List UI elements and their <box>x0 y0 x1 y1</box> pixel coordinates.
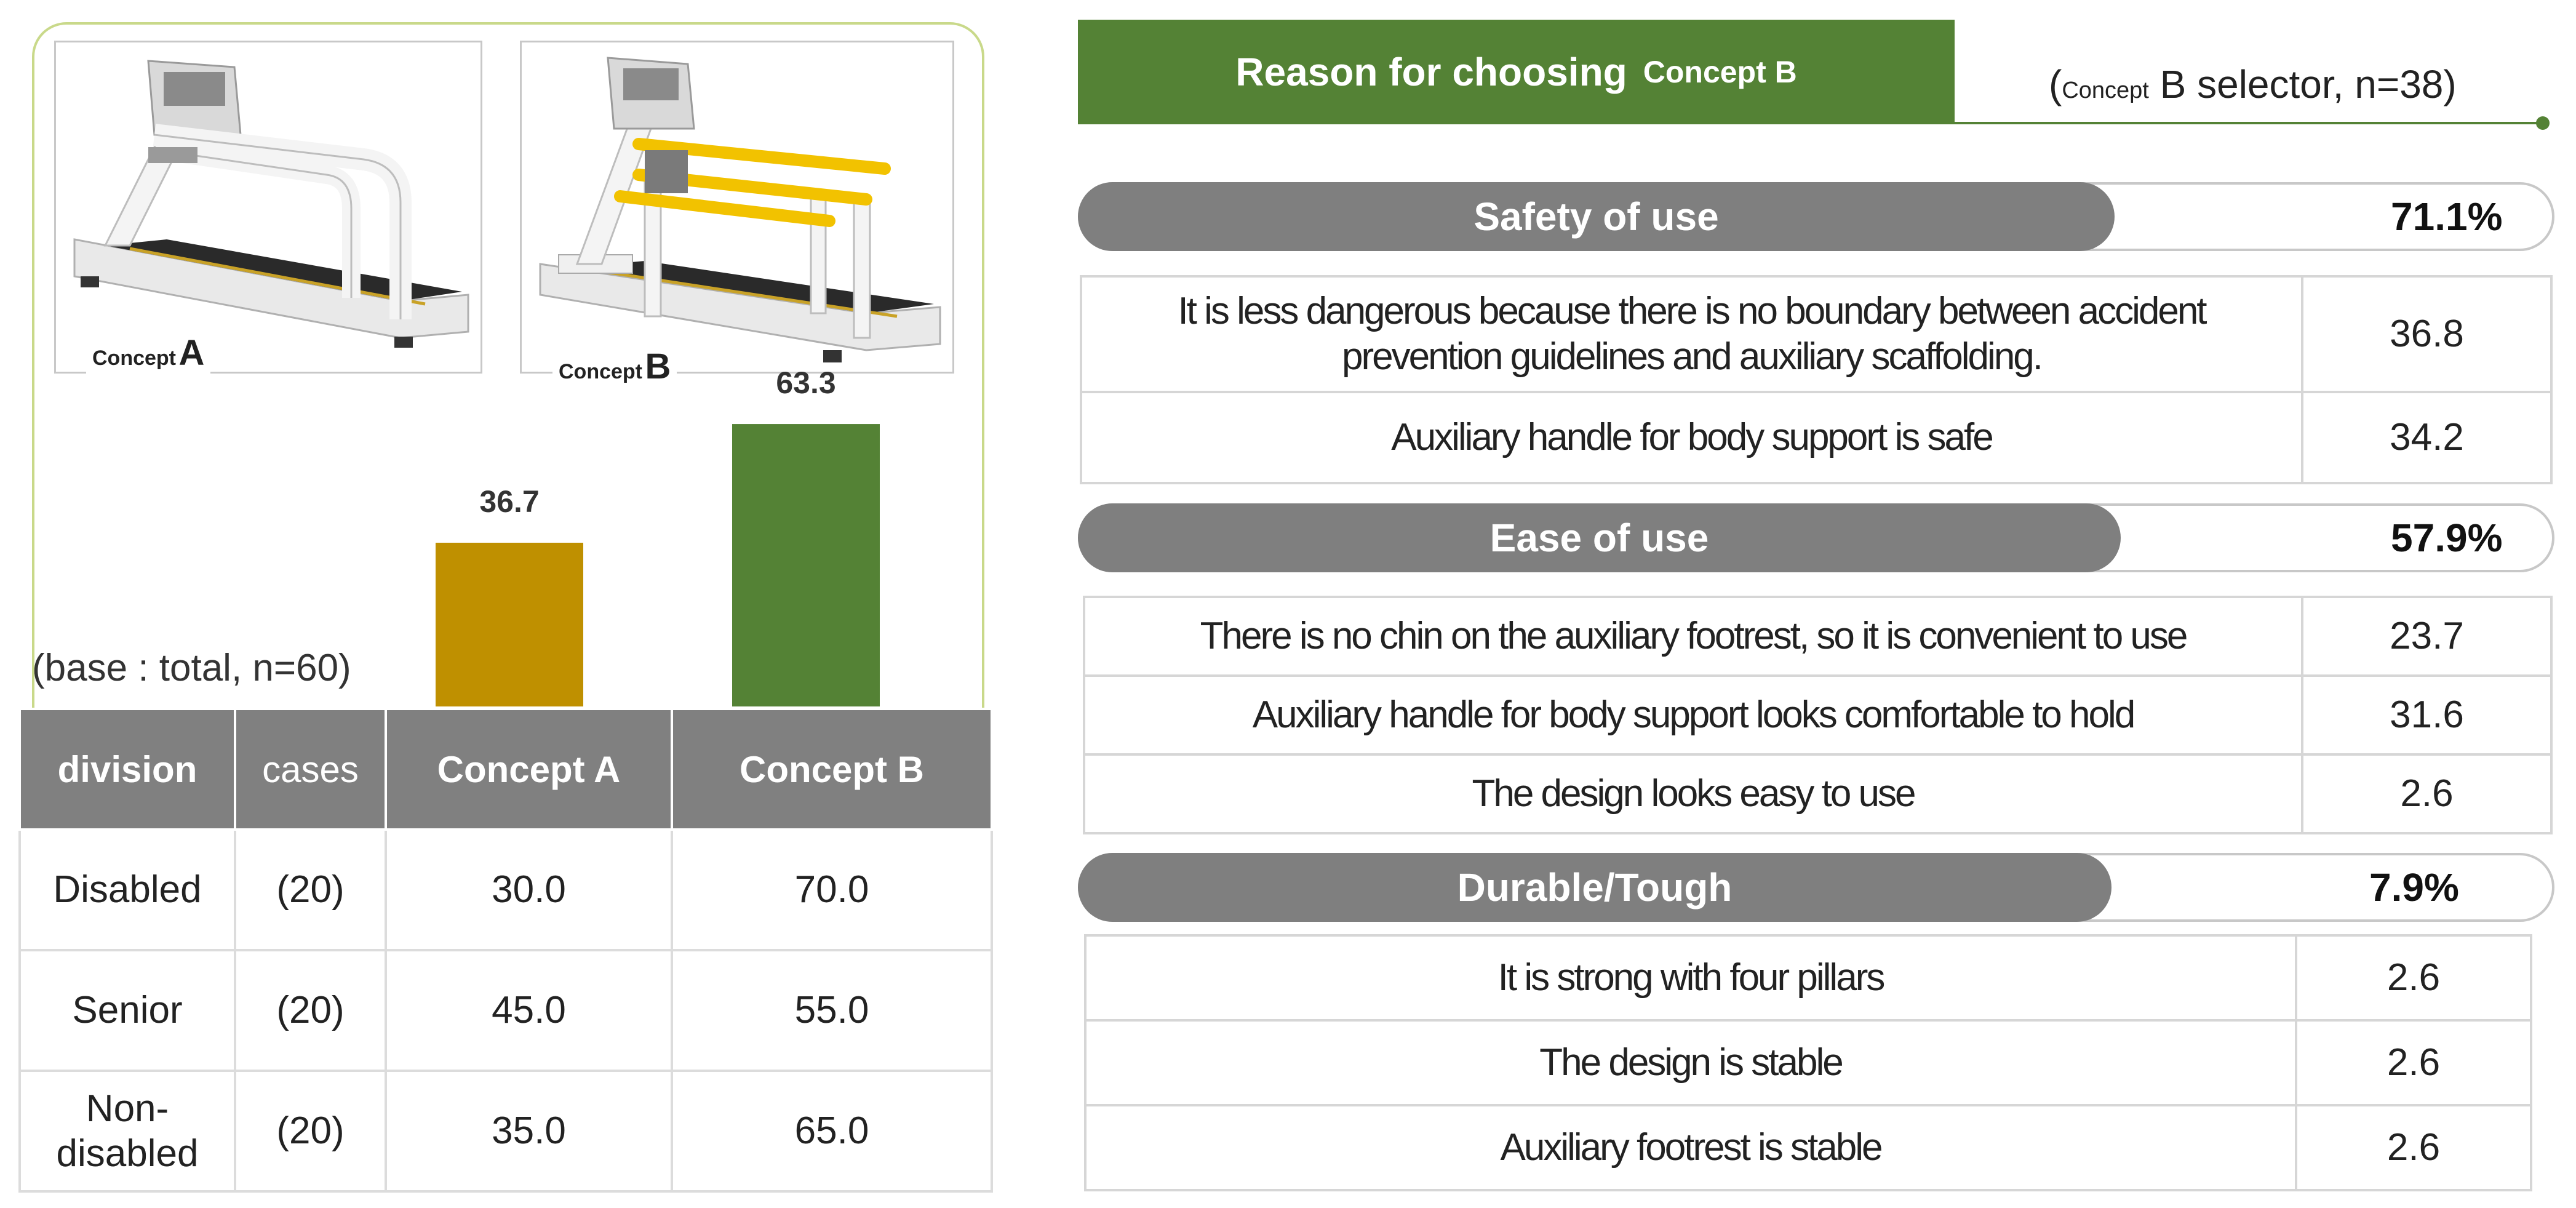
section-durable-label: Durable/Tough <box>1078 853 2111 922</box>
concept-a-letter: A <box>178 333 205 373</box>
row-division: Disabled <box>18 828 236 951</box>
table-row: The design is stable 2.6 <box>1084 1019 2532 1106</box>
reason-value: 2.6 <box>2295 1019 2532 1106</box>
concept-b-label: Concept B <box>552 346 677 387</box>
table-row: Auxiliary handle for body support is saf… <box>1080 391 2553 484</box>
bar-concept-b <box>732 424 880 706</box>
reason-value: 2.6 <box>2295 1104 2532 1191</box>
base-note: (base : total, n=60) <box>32 647 351 689</box>
section-durable-bar: Durable/Tough 7.9% <box>1078 853 2554 922</box>
header-line-dot <box>2536 116 2550 130</box>
header-cases: cases <box>234 708 387 831</box>
table-row: The design looks easy to use 2.6 <box>1083 753 2553 834</box>
ease-reason-table: There is no chin on the auxiliary footre… <box>1083 596 2553 834</box>
row-concept-b: 70.0 <box>671 828 993 951</box>
division-table: division cases Concept A Concept B Disab… <box>18 708 993 1193</box>
row-concept-b: 55.0 <box>671 949 993 1072</box>
table-row: Senior (20) 45.0 55.0 <box>18 949 993 1072</box>
header-concept-a: Concept A <box>385 708 673 831</box>
reason-value: 23.7 <box>2301 596 2553 677</box>
section-safety-bar: Safety of use 71.1% <box>1078 182 2554 251</box>
reason-text: Auxiliary footrest is stable <box>1084 1104 2297 1191</box>
section-ease-pct: 57.9% <box>2391 516 2503 560</box>
row-division: Senior <box>18 949 236 1072</box>
section-safety-label: Safety of use <box>1078 182 2115 251</box>
reason-text: It is less dangerous because there is no… <box>1080 275 2303 393</box>
section-durable-pct: 7.9% <box>2369 865 2459 910</box>
section-ease-label: Ease of use <box>1078 503 2121 572</box>
table-row: Non-disabled (20) 35.0 65.0 <box>18 1070 993 1193</box>
table-row: There is no chin on the auxiliary footre… <box>1083 596 2553 677</box>
table-row: Disabled (20) 30.0 70.0 <box>18 828 993 951</box>
row-concept-a: 45.0 <box>385 949 673 1072</box>
concept-b-letter: B <box>645 346 671 386</box>
reason-value: 31.6 <box>2301 674 2553 756</box>
table-row: It is strong with four pillars 2.6 <box>1084 934 2532 1022</box>
division-table-header: division cases Concept A Concept B <box>18 708 993 831</box>
reason-value: 34.2 <box>2301 391 2553 484</box>
treadmill-a-icon <box>73 60 469 348</box>
bar-concept-a <box>436 542 583 706</box>
table-row: Auxiliary handle for body support looks … <box>1083 674 2553 756</box>
bar-value-label-concept-a: 36.7 <box>479 484 539 519</box>
reason-value: 2.6 <box>2301 753 2553 834</box>
table-row: Auxiliary footrest is stable 2.6 <box>1084 1104 2532 1191</box>
reason-text: It is strong with four pillars <box>1084 934 2297 1022</box>
durable-reason-table: It is strong with four pillars 2.6 The d… <box>1084 934 2532 1191</box>
reason-text: The design is stable <box>1084 1019 2297 1106</box>
row-cases: (20) <box>234 949 387 1072</box>
safety-reason-table: It is less dangerous because there is no… <box>1080 275 2553 484</box>
bar-value-label-concept-b: 63.3 <box>776 366 835 400</box>
reason-value: 2.6 <box>2295 934 2532 1022</box>
row-concept-a: 30.0 <box>385 828 673 951</box>
reason-text: Auxiliary handle for body support looks … <box>1083 674 2303 756</box>
row-cases: (20) <box>234 1070 387 1193</box>
section-safety-pct: 71.1% <box>2391 194 2503 239</box>
reason-title: Reason for choosing <box>1235 50 1627 94</box>
reason-text: There is no chin on the auxiliary footre… <box>1083 596 2303 677</box>
concept-a-photo <box>54 41 482 374</box>
selector-note-open: ( <box>2049 62 2062 106</box>
left-panel-frame <box>32 22 984 794</box>
row-concept-b: 65.0 <box>671 1070 993 1193</box>
preference-bar-chart: 36.7 63.3 <box>436 366 880 706</box>
row-concept-a: 35.0 <box>385 1070 673 1193</box>
treadmill-b-icon <box>539 57 941 362</box>
header-division: division <box>18 708 236 831</box>
concept-b-prefix: Concept <box>559 360 642 383</box>
header-concept-b: Concept B <box>671 708 993 831</box>
reason-header: Reason for choosing Concept B <box>1078 20 1955 124</box>
reason-title-concept: Concept B <box>1643 55 1797 89</box>
concept-a-label: Concept A <box>86 332 211 374</box>
selector-note-rest: B selector, n=38) <box>2148 62 2457 106</box>
table-row: It is less dangerous because there is no… <box>1080 275 2553 393</box>
selector-note-concept: Concept <box>2062 78 2149 103</box>
concept-a-prefix: Concept <box>92 346 176 370</box>
reason-value: 36.8 <box>2301 275 2553 393</box>
concept-b-photo <box>520 41 954 374</box>
reason-text: Auxiliary handle for body support is saf… <box>1080 391 2303 484</box>
reason-text: The design looks easy to use <box>1083 753 2303 834</box>
header-underline <box>1953 122 2544 124</box>
selector-note: (Concept B selector, n=38) <box>2049 62 2457 107</box>
row-cases: (20) <box>234 828 387 951</box>
section-ease-bar: Ease of use 57.9% <box>1078 503 2554 572</box>
row-division: Non-disabled <box>18 1070 236 1193</box>
